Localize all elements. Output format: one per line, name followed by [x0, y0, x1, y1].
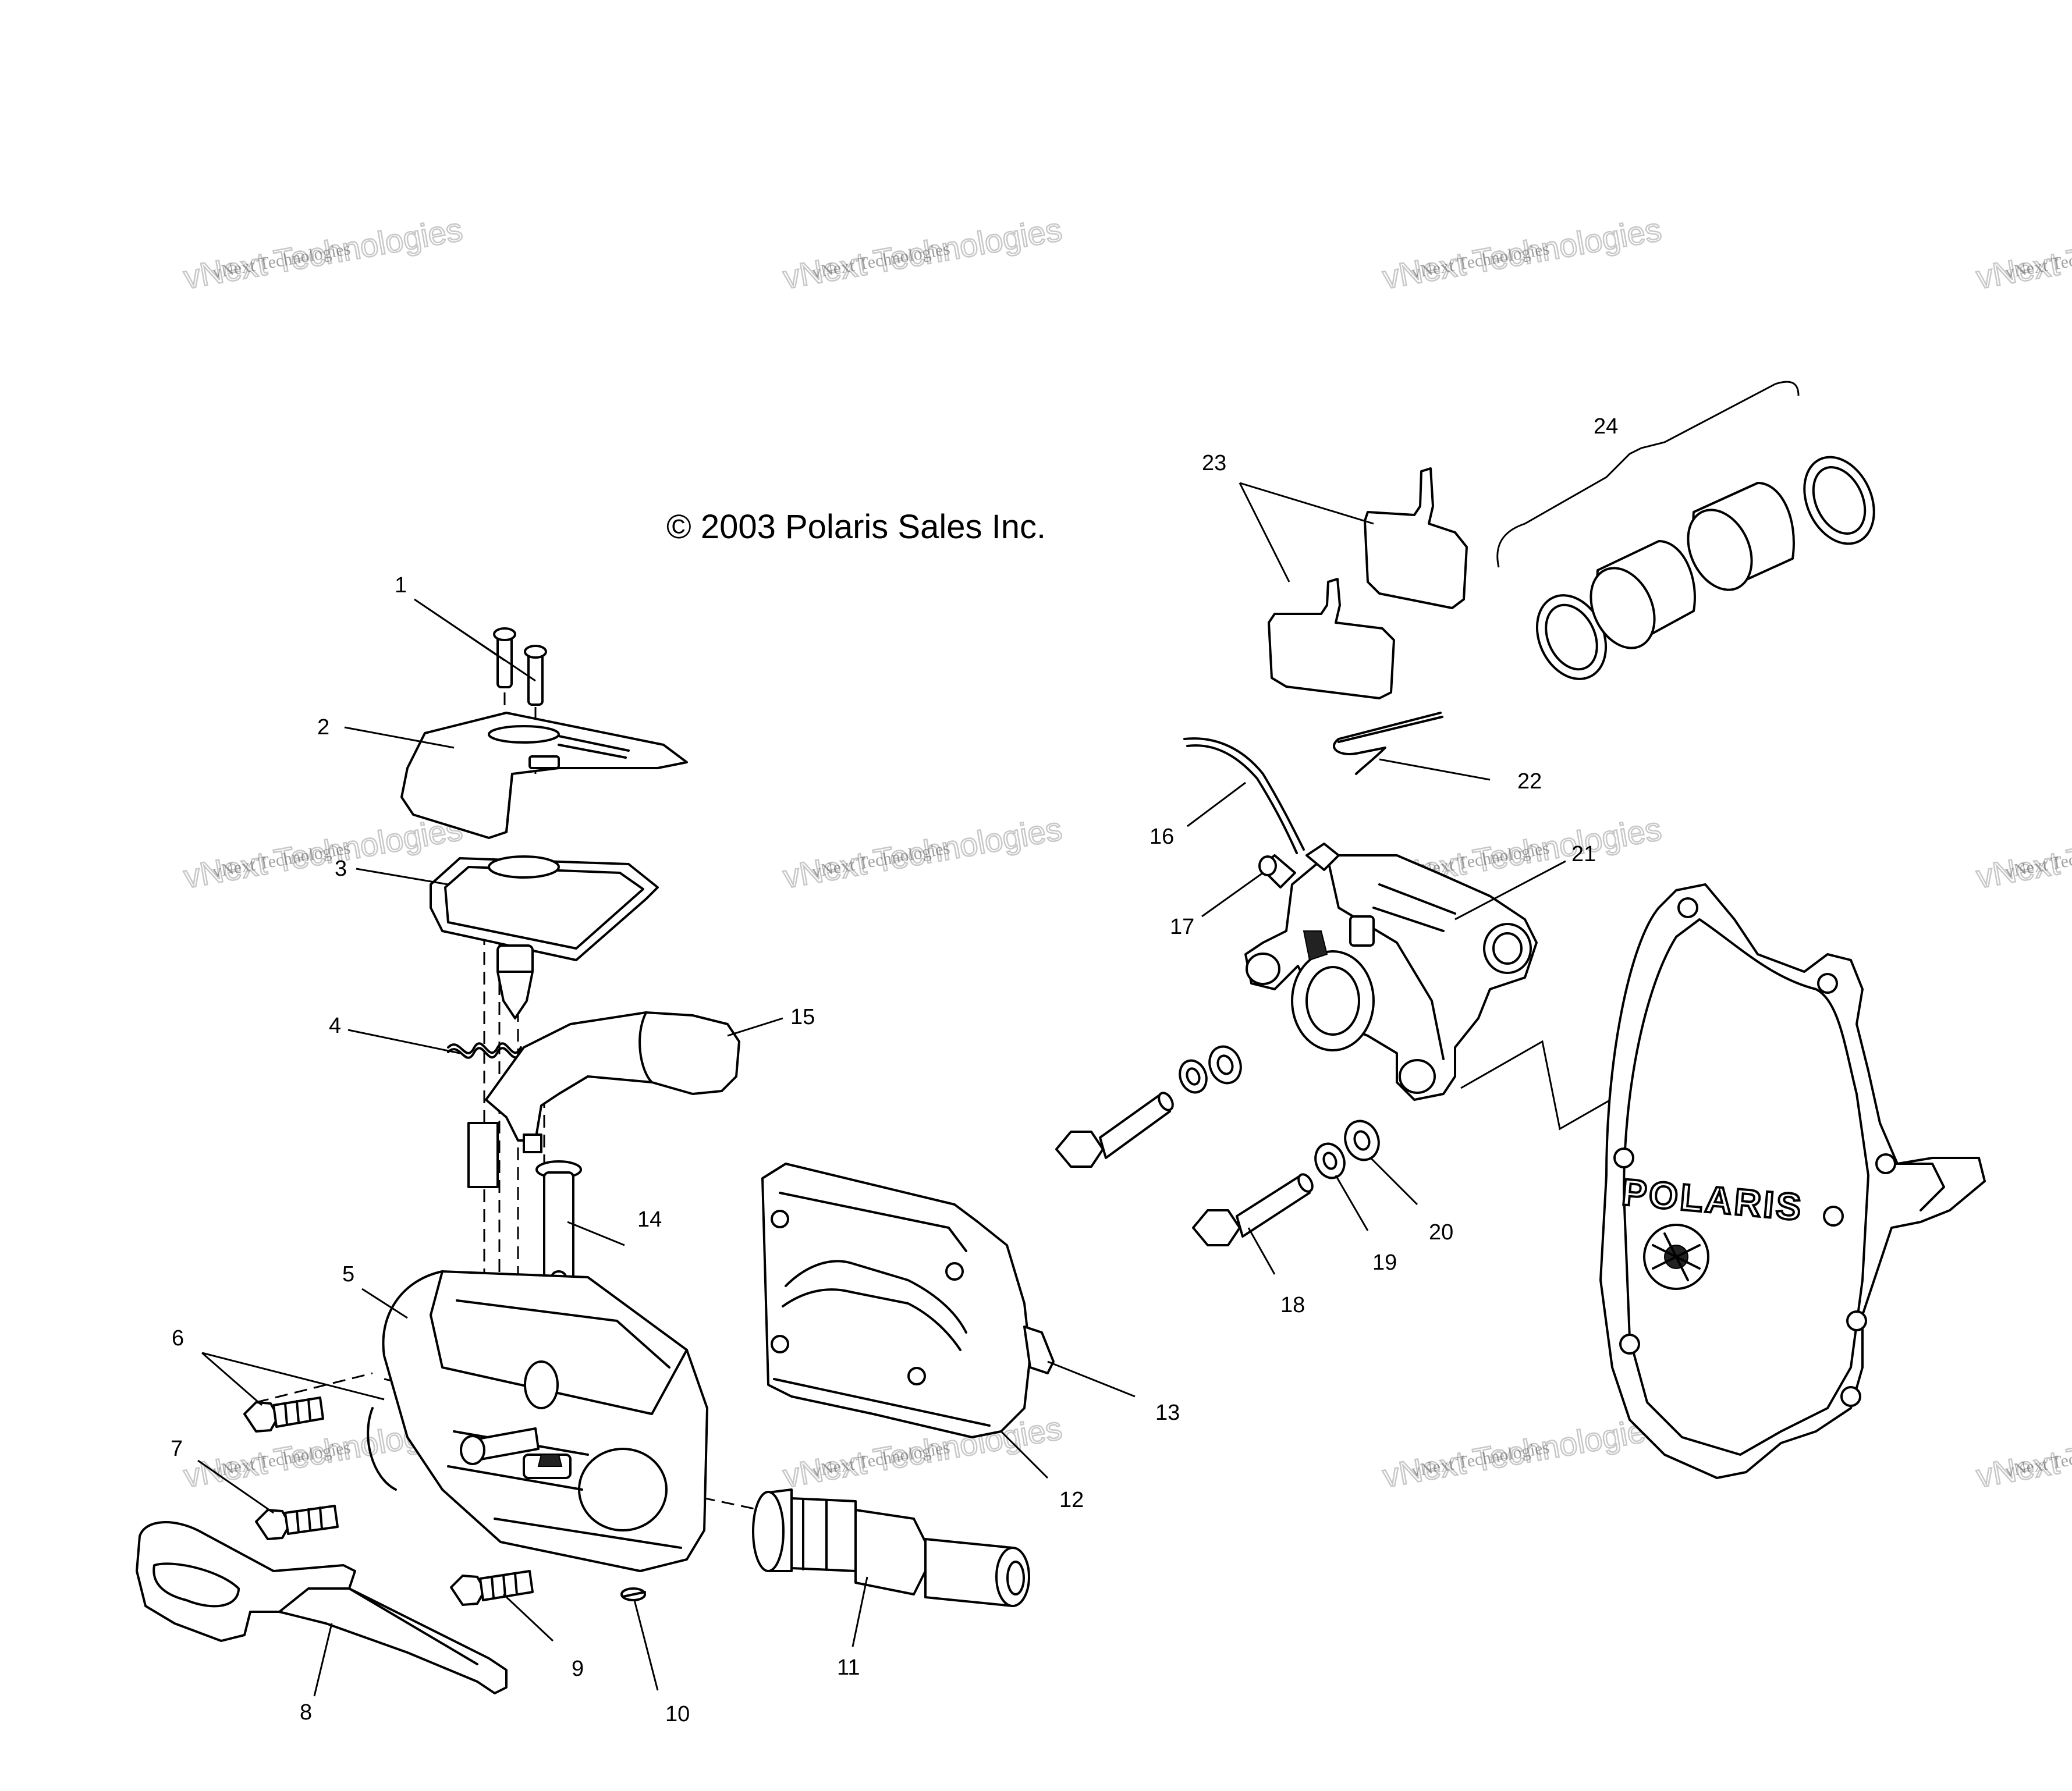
part-17-bleeder-screw — [1258, 854, 1296, 889]
caliper-washers-upper — [1179, 1045, 1242, 1094]
callout-15: 15 — [790, 1005, 815, 1029]
valve-plunger — [496, 944, 534, 1019]
part-10-clip — [620, 1587, 646, 1601]
callout-6: 6 — [172, 1326, 184, 1351]
callout-21: 21 — [1571, 842, 1596, 866]
watermark: vNext Technologies vNext Technologies — [180, 210, 466, 297]
callout-22: 22 — [1517, 769, 1542, 794]
part-9-bolt — [450, 1570, 534, 1606]
callout-18: 18 — [1280, 1293, 1305, 1317]
part-6-bolt — [243, 1396, 324, 1433]
part-24-pistons-seals — [1496, 381, 1875, 680]
leader-lines — [197, 482, 1566, 1697]
callout-1: 1 — [395, 573, 407, 598]
callout-9: 9 — [572, 1657, 584, 1681]
callout-23: 23 — [1202, 451, 1226, 475]
callout-8: 8 — [300, 1700, 312, 1725]
part-5-master-cylinder-housing — [367, 1270, 708, 1572]
watermark: vNext Technologies vNext Technologies — [1973, 210, 2072, 297]
part-1-screws — [493, 627, 547, 706]
callout-11: 11 — [837, 1655, 860, 1680]
callout-16: 16 — [1149, 825, 1174, 849]
part-3-diaphragm — [430, 855, 659, 961]
part-18-bolt-upper — [1055, 1092, 1174, 1168]
part-8-brake-lever — [136, 1521, 508, 1694]
copyright-notice: © 2003 Polaris Sales Inc. — [666, 508, 1046, 546]
callout-19: 19 — [1372, 1250, 1397, 1275]
callout-5: 5 — [342, 1262, 354, 1287]
callout-7: 7 — [171, 1437, 183, 1461]
part-11-piston — [752, 1488, 1030, 1607]
watermark: vNext Technologies vNext Technologies — [1973, 809, 2072, 896]
part-13-gasket — [1023, 1326, 1055, 1374]
part-22-retaining-clip — [1333, 712, 1443, 775]
part-15-throttle-lever — [467, 1011, 740, 1188]
watermark: vNext Technologies vNext Technologies — [780, 809, 1066, 896]
callout-12: 12 — [1059, 1488, 1084, 1512]
callout-3: 3 — [335, 857, 347, 881]
callout-13: 13 — [1155, 1401, 1180, 1425]
housing-bolt — [460, 1427, 540, 1465]
part-21-caliper — [1244, 843, 1538, 1101]
watermark: vNext Technologies vNext Technologies — [780, 210, 1066, 297]
part-7-bolt — [255, 1505, 339, 1540]
watermark: vNext Technologies vNext Technologies — [1379, 210, 1665, 297]
part-20-washer — [1344, 1120, 1380, 1161]
callout-24: 24 — [1594, 414, 1618, 439]
watermark: vNext Technologies vNext Technologies — [180, 809, 466, 896]
part-4-spring — [447, 1042, 522, 1059]
watermark: vNext Technologies vNext Technologies — [1973, 1409, 2072, 1495]
callout-2: 2 — [317, 715, 329, 740]
part-12-reservoir-housing — [761, 1163, 1031, 1438]
callout-4: 4 — [329, 1014, 341, 1038]
part-19-washer — [1314, 1142, 1346, 1179]
part-14-pin — [535, 1160, 582, 1284]
chaincase-cover: POLARIS — [1599, 883, 1986, 1479]
callout-17: 17 — [1170, 915, 1194, 939]
part-16-brake-line — [1183, 737, 1305, 854]
callout-20: 20 — [1429, 1220, 1453, 1245]
callout-10: 10 — [665, 1702, 690, 1726]
part-18-bolt-lower — [1192, 1173, 1314, 1246]
watermark: vNext Technologies vNext Technologies — [1379, 1409, 1665, 1495]
callout-14: 14 — [637, 1207, 662, 1232]
callout-labels: 1 2 3 4 5 6 7 8 9 10 11 12 13 14 15 16 1… — [171, 414, 1618, 1726]
part-23-brake-pads — [1268, 467, 1468, 699]
part-2-reservoir-cover — [400, 712, 688, 839]
